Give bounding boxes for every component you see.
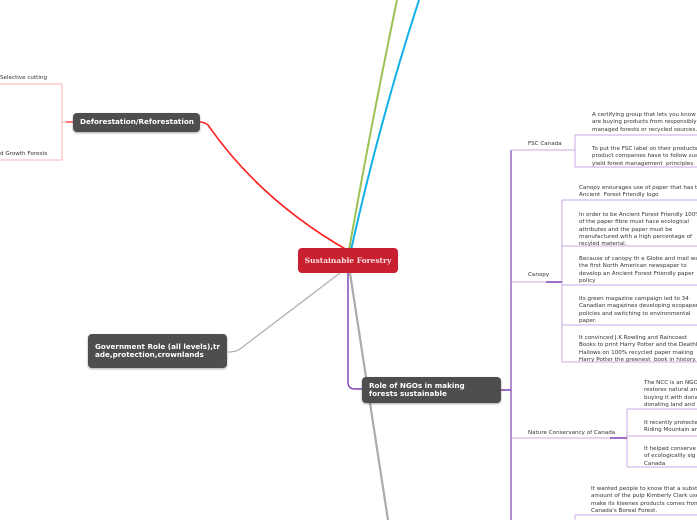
connector-green xyxy=(348,0,398,251)
connector-government xyxy=(227,272,341,353)
canopy-item[interactable]: Its green magazine campaign led to 34 Ca… xyxy=(579,296,697,324)
subtopic-canopy[interactable]: Canopy xyxy=(528,272,550,278)
topic-label: Deforestation/Reforestation xyxy=(80,117,194,127)
canopy-item[interactable]: In order to be Ancient Forest Friendly 1… xyxy=(579,212,697,248)
topic-label: Government Role (all levels),trade,prote… xyxy=(95,341,220,359)
topic-government-role[interactable]: Government Role (all levels),trade,prote… xyxy=(88,334,227,368)
ncc-item[interactable]: It recently protecte Riding Mountain an xyxy=(644,420,697,434)
subtopic-nature-conservancy[interactable]: Nature Conservancy of Canada xyxy=(528,430,616,436)
central-topic-label: Sustainable Forestry xyxy=(304,256,392,265)
connector-blue xyxy=(350,0,420,251)
ncc-item[interactable]: The NCC is an NGO restores natural are b… xyxy=(644,380,697,408)
central-topic[interactable]: Sustainable Forestry xyxy=(298,248,398,273)
connector-deforestation xyxy=(199,121,348,251)
fsc-item[interactable]: To put the FSC label on their products p… xyxy=(592,146,697,167)
topic-deforestation[interactable]: Deforestation/Reforestation xyxy=(73,113,200,132)
subtopic-selective-cutting[interactable]: Selective cutting xyxy=(0,75,47,81)
kimberly-clark-item[interactable]: It wanted people to know that a subst am… xyxy=(591,486,697,514)
canopy-item[interactable]: Canopy enourages use of paper that has t… xyxy=(579,185,697,199)
connector-ngo xyxy=(347,273,362,390)
subtopic-growth-forests[interactable]: d Growth Forests xyxy=(0,151,48,157)
canopy-item[interactable]: It convinced J.K Rowling and Raincoast B… xyxy=(579,335,697,363)
topic-ngos[interactable]: Role of NGOs in making forests sustainab… xyxy=(362,377,501,403)
canopy-item[interactable]: Because of canopy th e Globe and mail wa… xyxy=(579,256,697,284)
fsc-item[interactable]: A certifying group that lets you know t … xyxy=(592,112,697,133)
ncc-item[interactable]: It helped conserve of ecologicallly sig … xyxy=(644,446,696,467)
subtopic-fsc-canada[interactable]: FSC Canada xyxy=(528,141,562,147)
topic-label: Role of NGOs in making forests sustainab… xyxy=(369,380,465,398)
